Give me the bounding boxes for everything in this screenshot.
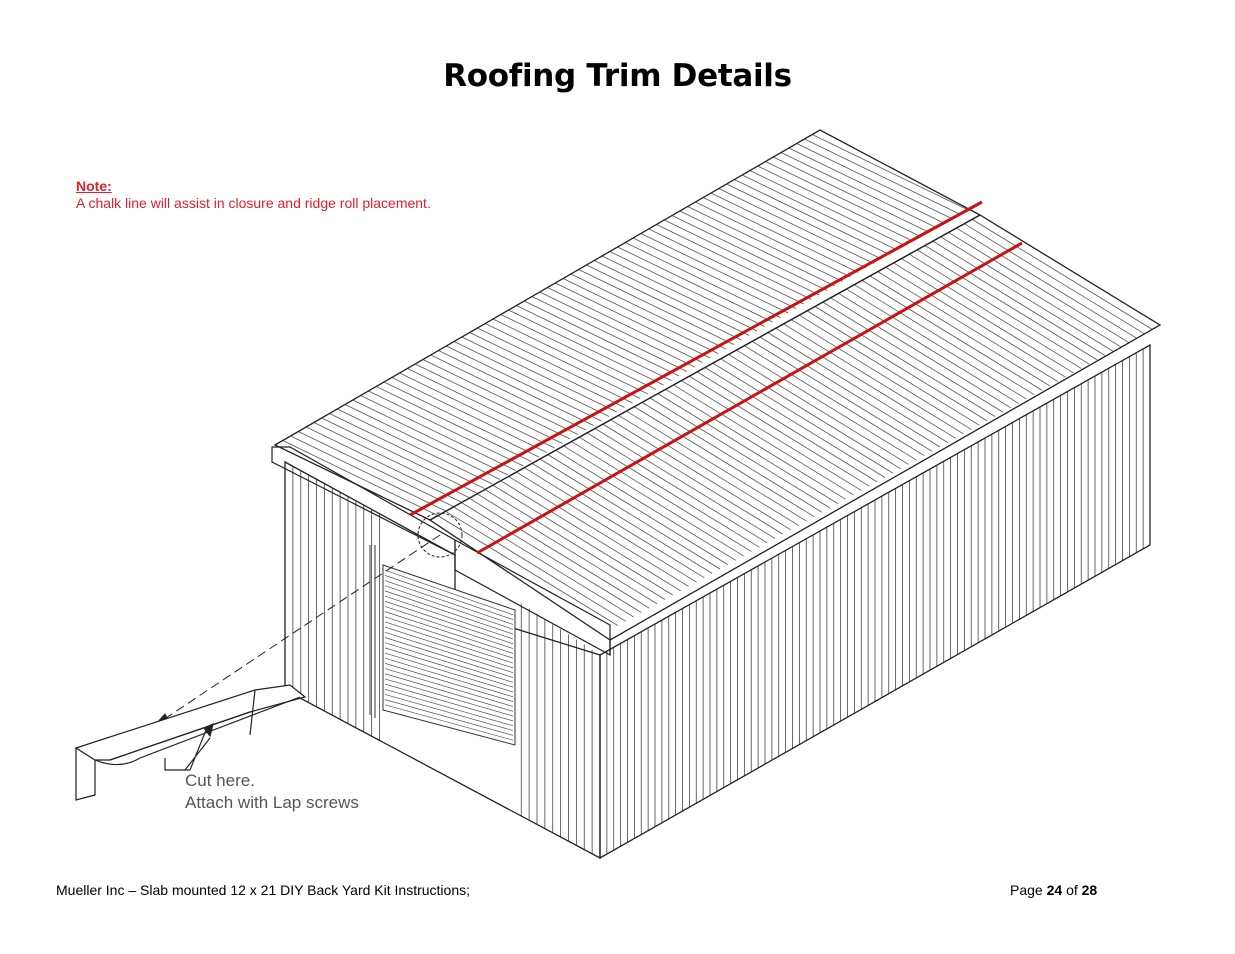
- page-title: Roofing Trim Details: [443, 58, 792, 94]
- page-of: of: [1066, 882, 1078, 898]
- page-total: 28: [1081, 882, 1098, 898]
- page-prefix: Page: [1010, 882, 1043, 898]
- chalk-lines: [409, 200, 1023, 555]
- note-heading: Note:: [76, 178, 112, 194]
- footer-page-number: Page 24 of 28: [1010, 882, 1097, 898]
- roof-panels: [273, 129, 1162, 641]
- note-text: A chalk line will assist in closure and …: [76, 195, 431, 211]
- callout-attach: Attach with Lap screws: [185, 793, 359, 812]
- roll-up-door: [369, 545, 516, 746]
- callout-cut-here: Cut here.: [185, 771, 255, 790]
- note-block: Note: A chalk line will assist in closur…: [76, 178, 431, 212]
- ridge-trim-piece: [74, 684, 307, 801]
- gable-trim: [271, 446, 611, 657]
- chalk-line-upper: [409, 200, 983, 517]
- footer-document-title: Mueller Inc – Slab mounted 12 x 21 DIY B…: [56, 882, 470, 898]
- trim-callout: Cut here. Attach with Lap screws: [185, 770, 359, 814]
- chalk-line-lower: [476, 241, 1023, 555]
- page-current: 24: [1046, 882, 1063, 898]
